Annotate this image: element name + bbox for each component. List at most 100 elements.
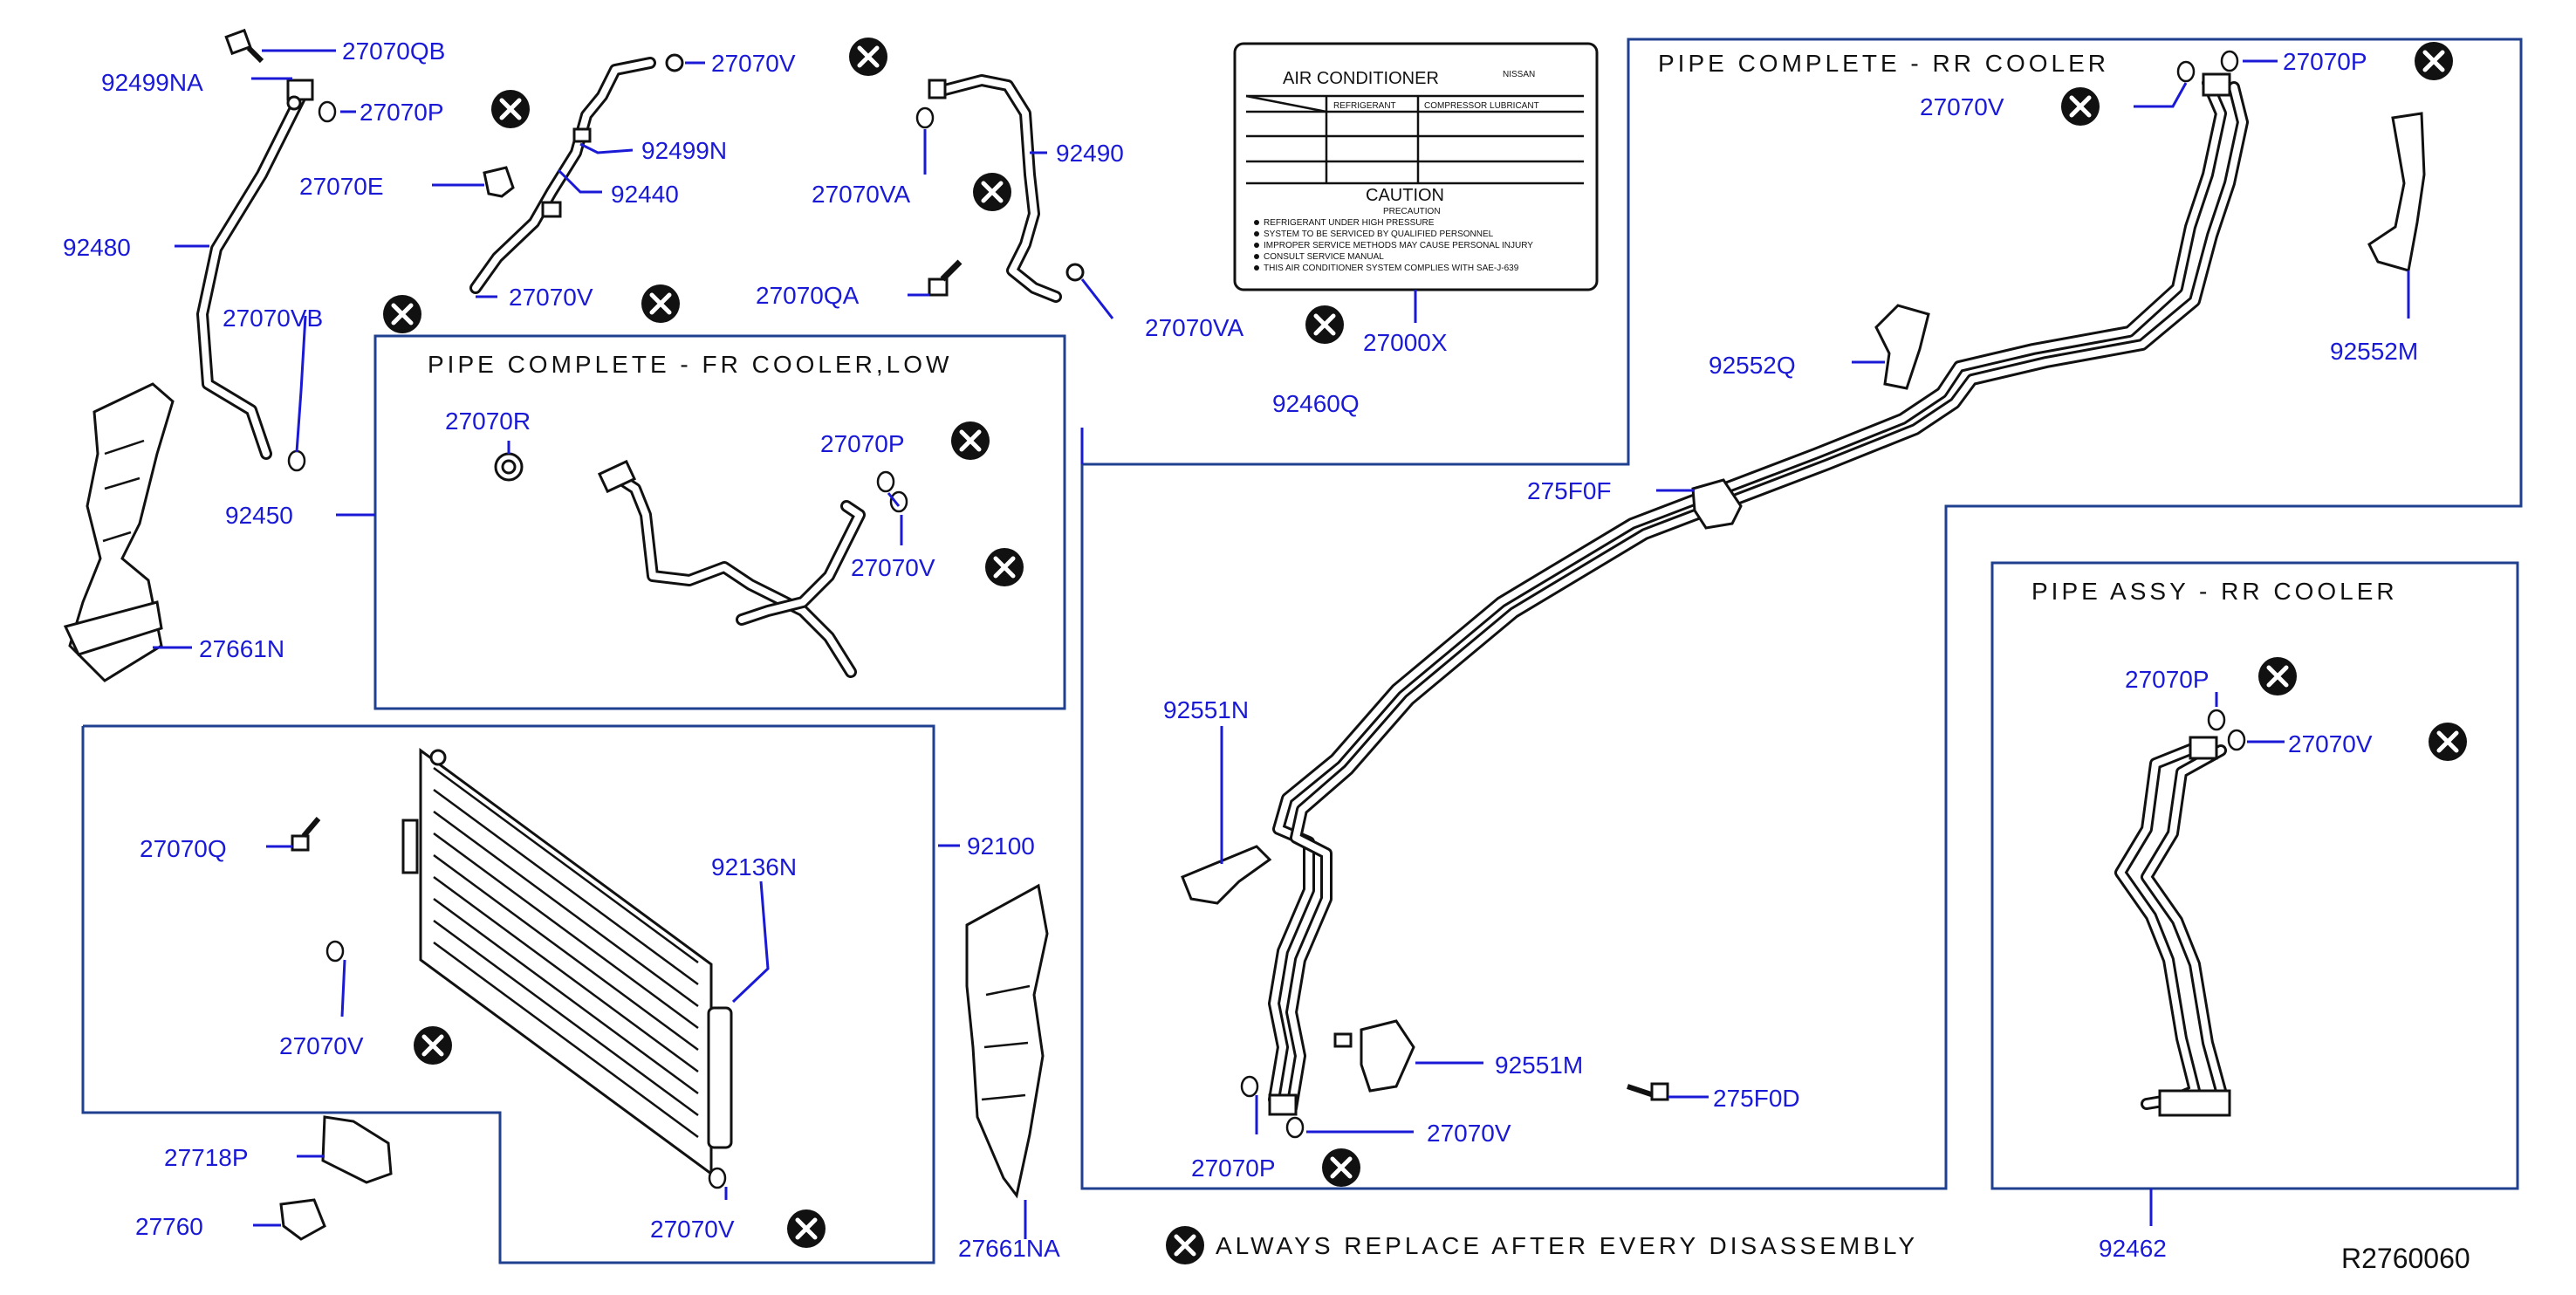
label-92552M: 92552M <box>2330 338 2418 365</box>
bracket-27661NA <box>965 883 1049 1199</box>
x-circle-icon <box>1166 1226 1204 1264</box>
label-27661N: 27661N <box>199 635 284 662</box>
pipe-92462 <box>2114 736 2231 1117</box>
condenser-92100 <box>401 748 733 1176</box>
label-27070V-h: 27070V <box>2288 730 2373 757</box>
label-27070V-c: 27070V <box>851 554 935 581</box>
label-27661NA: 27661NA <box>958 1235 1060 1262</box>
label-27070E: 27070E <box>299 173 384 200</box>
frame-fr-cooler-low <box>373 334 1066 710</box>
label-92450: 92450 <box>225 502 293 529</box>
replace-icon <box>641 284 680 323</box>
oring-27070VA <box>915 106 935 129</box>
replace-icon <box>383 295 421 333</box>
bolt-27070QA <box>928 259 963 297</box>
pipe-fr-cooler-low <box>597 459 866 678</box>
oring-27070P-assy <box>2207 709 2226 731</box>
label-27070R: 27070R <box>445 408 531 435</box>
pipe-92480 <box>196 79 314 460</box>
label-27070P-e: 27070P <box>2125 666 2209 693</box>
svg-text:AIR CONDITIONER: AIR CONDITIONER <box>1283 69 1439 88</box>
replace-icon <box>1322 1148 1360 1187</box>
switch-27760 <box>279 1198 326 1241</box>
oring-27070V-assy <box>2227 729 2246 751</box>
oring-27070V-rr <box>2176 60 2196 83</box>
frame-condenser <box>81 724 935 1264</box>
label-92490: 92490 <box>1056 140 1124 167</box>
ac-label-card: AIR CONDITIONER NISSAN REFRIGERANT COMPR… <box>1233 42 1599 291</box>
sensor-27718P <box>321 1115 393 1184</box>
replace-icon <box>951 421 990 460</box>
label-92551N: 92551N <box>1163 696 1249 723</box>
svg-text:CAUTION: CAUTION <box>1366 186 1444 205</box>
replace-icon <box>2415 42 2453 80</box>
oring-27070VB <box>287 449 306 472</box>
frame-rr-cooler <box>1080 38 2523 1190</box>
grommet-27070R <box>494 452 524 482</box>
label-275F0D: 275F0D <box>1713 1085 1800 1112</box>
label-92552Q: 92552Q <box>1709 352 1796 379</box>
svg-text:THIS AIR CONDITIONER SYS: THIS AIR CONDITIONER SYSTEM COMPLIES WIT… <box>1264 264 1519 273</box>
svg-text:REFRIGERANT UNDER HIGH P: REFRIGERANT UNDER HIGH PRESSURE <box>1264 218 1435 228</box>
label-27000X: 27000X <box>1363 329 1448 356</box>
label-27070P-c: 27070P <box>2283 48 2367 75</box>
svg-text:NISSAN: NISSAN <box>1503 70 1535 79</box>
oring-27070V-cond2 <box>708 1167 727 1189</box>
label-27760: 27760 <box>135 1213 203 1240</box>
bolt-275F0D <box>1627 1082 1669 1101</box>
box-title-rr-cooler-assy: PIPE ASSY - RR COOLER <box>2031 578 2398 605</box>
plate-92551M <box>1333 1019 1415 1093</box>
label-92499NA: 92499NA <box>101 69 203 96</box>
pipe-92490 <box>928 74 1085 303</box>
box-title-rr-cooler: PIPE COMPLETE - RR COOLER <box>1658 50 2109 77</box>
oring-27070P-rr2 <box>1240 1075 1259 1098</box>
svg-text:PRECAUTION: PRECAUTION <box>1383 207 1441 216</box>
bracket-27661N <box>63 382 175 682</box>
bolt-27070Q <box>291 817 321 852</box>
svg-text:IMPROPER SERVICE METHODS: IMPROPER SERVICE METHODS MAY CAUSE PERSO… <box>1264 241 1533 250</box>
legend-text: ALWAYS REPLACE AFTER EVERY DISASSEMBLY <box>1216 1232 1918 1259</box>
label-92499N: 92499N <box>641 137 727 164</box>
replace-icon <box>1305 305 1344 344</box>
replace-icon <box>985 548 1024 586</box>
oring-27070V-fr <box>889 490 908 513</box>
clip-27070E <box>483 166 515 198</box>
label-27070V-b: 27070V <box>509 284 593 311</box>
replace-icon <box>849 38 887 76</box>
label-27070V-f: 27070V <box>1920 93 2004 120</box>
label-27070V-g: 27070V <box>1427 1120 1511 1147</box>
label-27070P-a: 27070P <box>360 99 444 126</box>
label-92136N: 92136N <box>711 853 797 880</box>
label-92100: 92100 <box>967 832 1035 860</box>
bracket-92552M <box>2367 112 2426 272</box>
label-92460Q: 92460Q <box>1272 390 1360 417</box>
svg-text:CONSULT SERVICE MANUAL: CONSULT SERVICE MANUAL <box>1264 252 1384 262</box>
replace-icon <box>2258 657 2297 695</box>
label-27070V-e: 27070V <box>650 1216 735 1243</box>
replace-icon <box>414 1026 452 1065</box>
label-27070P-d: 27070P <box>1191 1155 1276 1182</box>
label-27070VA-a: 27070VA <box>812 181 910 208</box>
svg-text:COMPRESSOR LUBRICANT: COMPRESSOR LUBRICANT <box>1424 101 1539 111</box>
bracket-92552Q <box>1874 304 1930 390</box>
oring-27070P-rr <box>2220 50 2239 72</box>
label-27070P-b: 27070P <box>820 430 905 457</box>
label-27070V-a: 27070V <box>711 50 796 77</box>
leader-lines <box>153 49 2410 1239</box>
box-title-fr-cooler-low: PIPE COMPLETE - FR COOLER,LOW <box>428 351 952 378</box>
frame-rr-cooler-assy <box>1990 561 2519 1190</box>
bolt-27070QB <box>224 28 264 64</box>
bracket-92551N <box>1181 845 1272 905</box>
label-27070VB: 27070VB <box>223 305 323 332</box>
clamp-275F0F <box>1691 478 1743 530</box>
label-27070VA-b: 27070VA <box>1145 314 1243 341</box>
replace-icon <box>973 173 1011 211</box>
label-27070QA: 27070QA <box>756 282 860 309</box>
label-275F0F: 275F0F <box>1527 477 1612 504</box>
pipe-92440 <box>469 53 684 294</box>
replace-icon <box>491 90 530 128</box>
label-92551M: 92551M <box>1495 1052 1583 1079</box>
label-27718P: 27718P <box>164 1144 249 1171</box>
ref-code: R2760060 <box>2341 1243 2470 1274</box>
